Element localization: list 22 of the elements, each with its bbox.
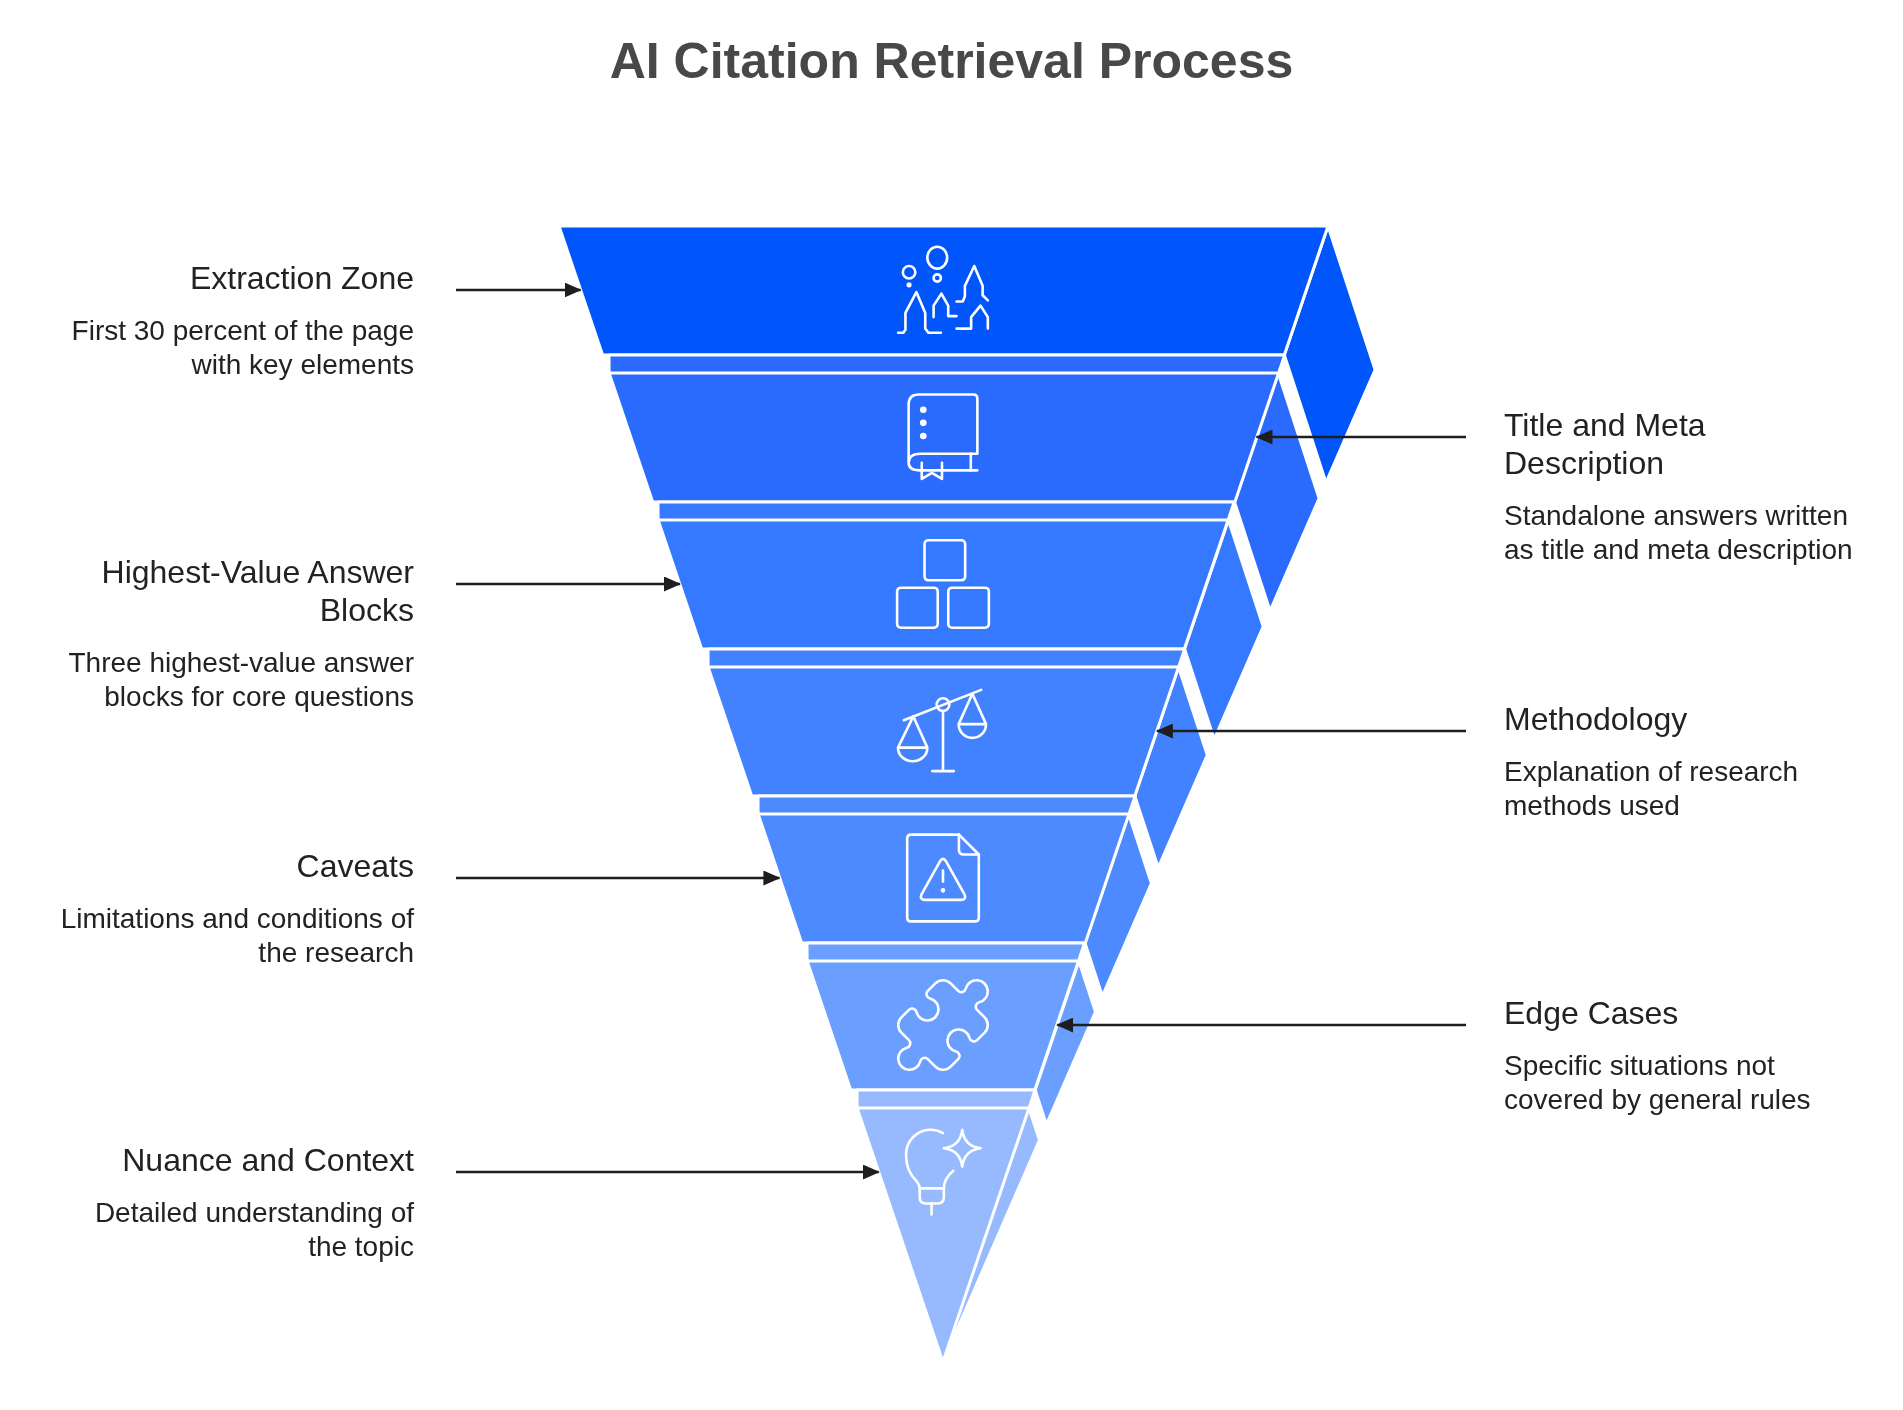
- title: AI Citation Retrieval Process: [609, 32, 1294, 91]
- description-text: Explanation of research methods used: [1504, 755, 1800, 823]
- heading-text: Caveats: [295, 847, 414, 885]
- heading-text: Methodology: [1504, 700, 1689, 738]
- description-text: Limitations and conditions of the research: [59, 902, 414, 970]
- description-text: First 30 percent of the page with key elements: [70, 314, 414, 382]
- arrow: [456, 1164, 880, 1180]
- heading-text: Highest-Value Answer Blocks: [100, 553, 414, 629]
- arrow: [456, 282, 582, 298]
- arrow: [1255, 429, 1466, 445]
- arrow: [456, 870, 781, 886]
- arrow: [1056, 1017, 1466, 1033]
- heading-text: Title and Meta Description: [1504, 406, 1707, 482]
- description-text: Three highest-value answer blocks for core questions: [67, 646, 414, 714]
- heading-text: Edge Cases: [1504, 994, 1680, 1032]
- description-text: Standalone answers written as title and meta description: [1504, 499, 1854, 567]
- arrow: [1155, 723, 1466, 739]
- heading-text: Extraction Zone: [188, 259, 414, 297]
- heading-text: Nuance and Context: [121, 1141, 414, 1179]
- description-text: Specific situations not covered by general rules: [1504, 1049, 1812, 1117]
- description-text: Detailed understanding of the topic: [93, 1196, 414, 1264]
- arrow: [456, 576, 681, 592]
